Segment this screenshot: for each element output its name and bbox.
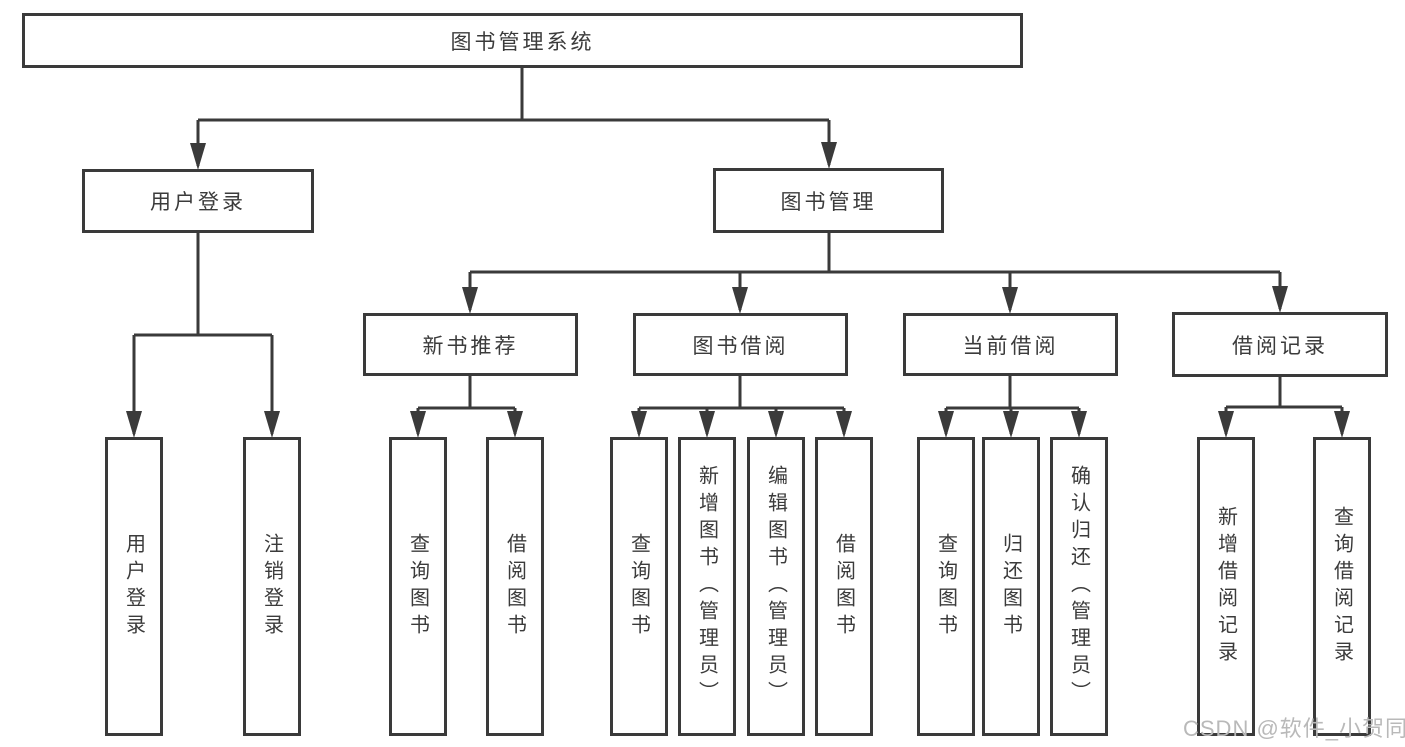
- leaf-query-books-1: 查询图书: [389, 437, 447, 736]
- leaf-return-books: 归还图书: [982, 437, 1040, 736]
- leaf-add-books-admin-label: 新增图书（管理员）: [695, 465, 718, 708]
- arrowhead: [1218, 411, 1234, 438]
- node-new-book-recommend: 新书推荐: [363, 313, 578, 376]
- arrowhead: [1003, 411, 1019, 438]
- leaf-add-borrow-record: 新增借阅记录: [1197, 437, 1255, 736]
- connector-lines: [132, 68, 1344, 434]
- leaf-confirm-return-admin-label: 确认归还（管理员）: [1067, 465, 1090, 708]
- arrowhead: [1272, 286, 1288, 313]
- leaf-query-books-1-label: 查询图书: [406, 532, 429, 641]
- arrowhead: [699, 411, 715, 438]
- leaf-borrow-books-1: 借阅图书: [486, 437, 544, 736]
- arrowhead: [190, 143, 206, 170]
- node-new-book-recommend-label: 新书推荐: [422, 334, 519, 358]
- arrowhead: [410, 411, 426, 438]
- leaf-logout-label: 注销登录: [260, 532, 283, 641]
- arrowheads: [126, 142, 1350, 438]
- arrowhead: [1002, 287, 1018, 314]
- leaf-logout: 注销登录: [243, 437, 301, 736]
- arrowhead: [1334, 411, 1350, 438]
- node-user-login-label: 用户登录: [150, 191, 246, 214]
- node-current-borrow: 当前借阅: [903, 313, 1118, 376]
- csdn-watermark: CSDN @软件_小贺同学: [1183, 716, 1405, 741]
- node-book-management-label: 图书管理: [780, 190, 877, 214]
- node-borrow-records-label: 借阅记录: [1232, 334, 1328, 358]
- arrowhead: [768, 411, 784, 438]
- leaf-borrow-books-1-label: 借阅图书: [503, 532, 526, 641]
- leaf-query-borrow-record: 查询借阅记录: [1313, 437, 1371, 736]
- leaf-query-books-2-label: 查询图书: [627, 532, 650, 641]
- arrowhead: [821, 142, 837, 169]
- node-user-login: 用户登录: [82, 169, 314, 233]
- node-borrow-records: 借阅记录: [1172, 312, 1388, 377]
- arrowhead: [836, 411, 852, 438]
- node-book-borrow: 图书借阅: [633, 313, 848, 376]
- leaf-query-books-2: 查询图书: [610, 437, 668, 736]
- leaf-user-login-label: 用户登录: [122, 532, 145, 641]
- arrowhead: [631, 411, 647, 438]
- leaf-query-books-3: 查询图书: [917, 437, 975, 736]
- arrowhead: [264, 411, 280, 438]
- leaf-return-books-label: 归还图书: [999, 532, 1022, 641]
- node-current-borrow-label: 当前借阅: [962, 334, 1059, 358]
- leaf-query-borrow-record-label: 查询借阅记录: [1330, 505, 1353, 668]
- node-root-label: 图书管理系统: [450, 30, 595, 54]
- leaf-user-login: 用户登录: [105, 437, 163, 736]
- leaf-query-books-3-label: 查询图书: [934, 532, 957, 641]
- arrowhead: [732, 287, 748, 314]
- arrowhead: [462, 287, 478, 314]
- leaf-borrow-books-2-label: 借阅图书: [832, 532, 855, 641]
- leaf-borrow-books-2: 借阅图书: [815, 437, 873, 736]
- leaf-add-books-admin: 新增图书（管理员）: [678, 437, 736, 736]
- node-book-borrow-label: 图书借阅: [692, 334, 789, 358]
- leaf-edit-books-admin: 编辑图书（管理员）: [747, 437, 805, 736]
- node-book-management: 图书管理: [713, 168, 944, 233]
- leaf-edit-books-admin-label: 编辑图书（管理员）: [764, 465, 787, 708]
- arrowhead: [1071, 411, 1087, 438]
- arrowhead: [507, 411, 523, 438]
- leaf-add-borrow-record-label: 新增借阅记录: [1214, 505, 1237, 668]
- arrowhead: [938, 411, 954, 438]
- arrowhead: [126, 411, 142, 438]
- node-root: 图书管理系统: [22, 13, 1023, 68]
- leaf-confirm-return-admin: 确认归还（管理员）: [1050, 437, 1108, 736]
